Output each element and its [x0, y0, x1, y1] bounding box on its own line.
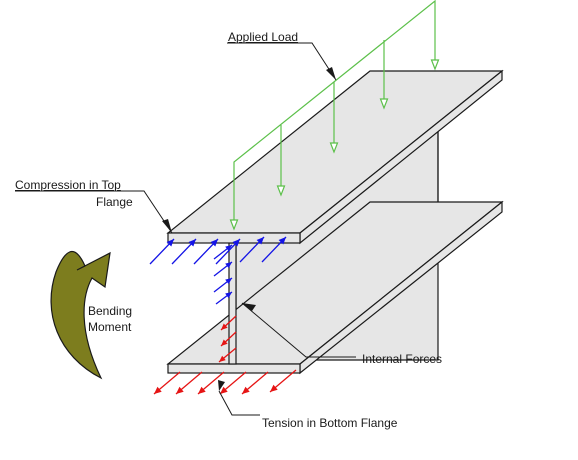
tension-arrow-head [270, 384, 278, 392]
internal-forces-label: Internal Forces [362, 352, 443, 366]
compression-arrow-head [166, 239, 174, 247]
tension-arrow-head [154, 386, 162, 394]
web-compression-arrow-head [225, 262, 232, 269]
bottom-flange-front-face [167, 363, 301, 374]
tension-arrow-head [176, 386, 184, 394]
web-compression-arrow-head [225, 278, 232, 285]
web-compression-arrow-head [225, 292, 232, 299]
tension-label: Tension in Bottom Flange [262, 416, 398, 430]
tension-arrows [153, 315, 297, 395]
leader-lines [15, 42, 356, 416]
bending-moment-arrow [50, 251, 111, 380]
compression-arrow-head [210, 239, 218, 247]
compression-arrow-head [232, 239, 240, 247]
web-tension-arrow-head [221, 339, 228, 346]
web-tension-arrow-head [221, 323, 228, 330]
compression-arrow-head [278, 237, 286, 245]
applied-load-arrowhead [329, 142, 339, 154]
applied-load-lines [233, 0, 436, 229]
bending-label-line1: Bending [88, 304, 133, 318]
applied-load-arrowhead [276, 185, 286, 197]
compression-arrow-head [188, 239, 196, 247]
compression-arrow-head [256, 237, 264, 245]
tension-arrow-head [220, 386, 228, 394]
web-front-face [228, 242, 237, 365]
tension-arrow-head [198, 386, 206, 394]
applied-load-label: Applied Load [228, 30, 299, 44]
bending-label-line2: Moment [88, 320, 132, 334]
applied-load-arrowhead [229, 219, 239, 231]
web-compression-arrow-head [225, 245, 232, 252]
compression-label-line1: Compression in Top [15, 178, 121, 192]
applied-load-arrowhead [430, 59, 440, 71]
web-tension-arrow-head [219, 355, 226, 362]
compression-arrows [149, 236, 287, 265]
applied-load-arrowhead [379, 98, 389, 110]
tension-arrow-head [242, 386, 250, 394]
compression-label-line2: Flange [96, 195, 133, 209]
leader-arrowheads [162, 67, 336, 391]
web-internal-force-arrows [213, 244, 233, 305]
